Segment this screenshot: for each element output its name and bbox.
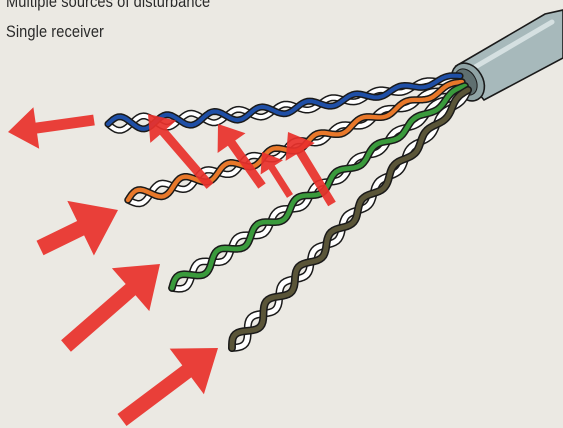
pair-brown <box>228 86 472 352</box>
cable-jacket-highlight <box>467 19 555 73</box>
disturbance-arrows <box>8 107 336 426</box>
arrow-source-2 <box>61 264 160 352</box>
arrow-source-4 <box>148 114 214 189</box>
arrow-receiver <box>8 107 95 149</box>
arrow-source-7 <box>260 152 293 198</box>
arrow-source-5 <box>217 124 266 189</box>
arrow-source-6 <box>285 132 336 207</box>
caption-sources: Multiple sources of disturbance <box>6 0 211 11</box>
caption-receiver: Single receiver <box>6 22 104 41</box>
pair-brown-white-wire <box>229 87 471 351</box>
arrow-source-3 <box>117 348 218 426</box>
arrow-source-1 <box>36 200 118 256</box>
pair-blue-colored-wire <box>106 73 462 131</box>
pair-brown-colored-wire <box>229 87 471 351</box>
